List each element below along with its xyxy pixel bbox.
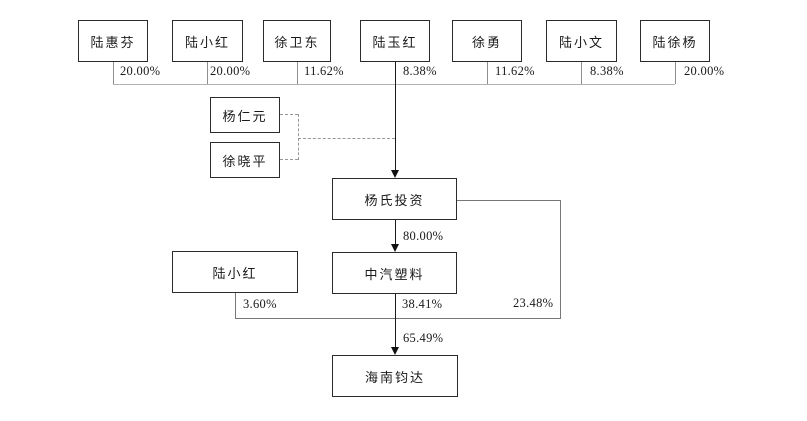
ownership-pct-label: 20.00%	[684, 64, 725, 78]
node-label: 陆小红	[212, 265, 258, 281]
node-xu-yong: 徐勇	[452, 20, 522, 62]
node-lu-xiaohong: 陆小红	[172, 20, 243, 62]
node-label: 徐晓平	[222, 153, 268, 169]
connector-bottom-collector	[235, 318, 560, 319]
ownership-pct-label: 3.60%	[243, 297, 277, 311]
node-xu-xiaoping: 徐晓平	[210, 142, 280, 178]
ownership-pct-label: 80.00%	[403, 229, 444, 243]
ownership-pct-label: 65.49%	[403, 331, 444, 345]
bypass-connector	[560, 200, 561, 319]
ownership-pct-label: 20.00%	[120, 64, 161, 78]
connector-stub	[581, 62, 582, 84]
connector-stub	[113, 62, 114, 84]
ownership-pct-label: 8.38%	[590, 64, 624, 78]
down-arrow-icon	[391, 170, 399, 178]
connector-stub	[207, 62, 208, 84]
connector-stub	[297, 62, 298, 84]
connector-stub	[675, 62, 676, 84]
node-hainan-junda: 海南钧达	[332, 355, 458, 397]
node-label: 杨仁元	[222, 108, 268, 124]
connector-top-collector	[113, 84, 675, 85]
dashed-connector	[280, 159, 298, 160]
flow-line-into-hainan	[395, 294, 396, 347]
node-label: 中汽塑料	[364, 266, 425, 282]
node-label: 陆惠芬	[90, 34, 136, 50]
node-zhongqi-plastics: 中汽塑料	[332, 252, 457, 294]
ownership-pct-label: 23.48%	[513, 296, 554, 310]
flow-line-yangshi-to-zhongqi	[395, 220, 396, 246]
node-label: 陆徐杨	[652, 34, 698, 50]
dashed-connector	[298, 114, 299, 160]
ownership-pct-label: 11.62%	[495, 64, 535, 78]
down-arrow-icon	[391, 244, 399, 252]
node-label: 陆玉红	[372, 34, 418, 50]
dashed-connector	[298, 138, 395, 139]
node-label: 海南钧达	[364, 369, 425, 385]
ownership-pct-label: 38.41%	[402, 297, 443, 311]
connector-stub	[487, 62, 488, 84]
node-label: 陆小红	[184, 34, 230, 50]
down-arrow-icon	[391, 347, 399, 355]
node-yangshi-investment: 杨氏投资	[332, 178, 457, 220]
node-label: 徐勇	[471, 34, 502, 50]
node-lu-huifen: 陆惠芬	[78, 20, 148, 62]
node-lu-xiaohong-direct: 陆小红	[172, 251, 298, 293]
node-lu-xuyang: 陆徐杨	[640, 20, 710, 62]
node-lu-xiaowen: 陆小文	[546, 20, 617, 62]
node-xu-weidong: 徐卫东	[263, 20, 331, 62]
flow-line-into-yangshi	[395, 62, 396, 172]
ownership-pct-label: 8.38%	[403, 64, 437, 78]
node-label: 徐卫东	[274, 34, 320, 50]
node-yang-renyuan: 杨仁元	[210, 97, 280, 133]
dashed-connector	[280, 114, 298, 115]
node-label: 杨氏投资	[364, 192, 425, 208]
node-label: 陆小文	[558, 34, 604, 50]
ownership-pct-label: 20.00%	[210, 64, 251, 78]
node-lu-yuhong: 陆玉红	[360, 20, 430, 62]
bypass-connector	[457, 200, 560, 201]
connector-stub	[235, 293, 236, 318]
ownership-pct-label: 11.62%	[304, 64, 344, 78]
